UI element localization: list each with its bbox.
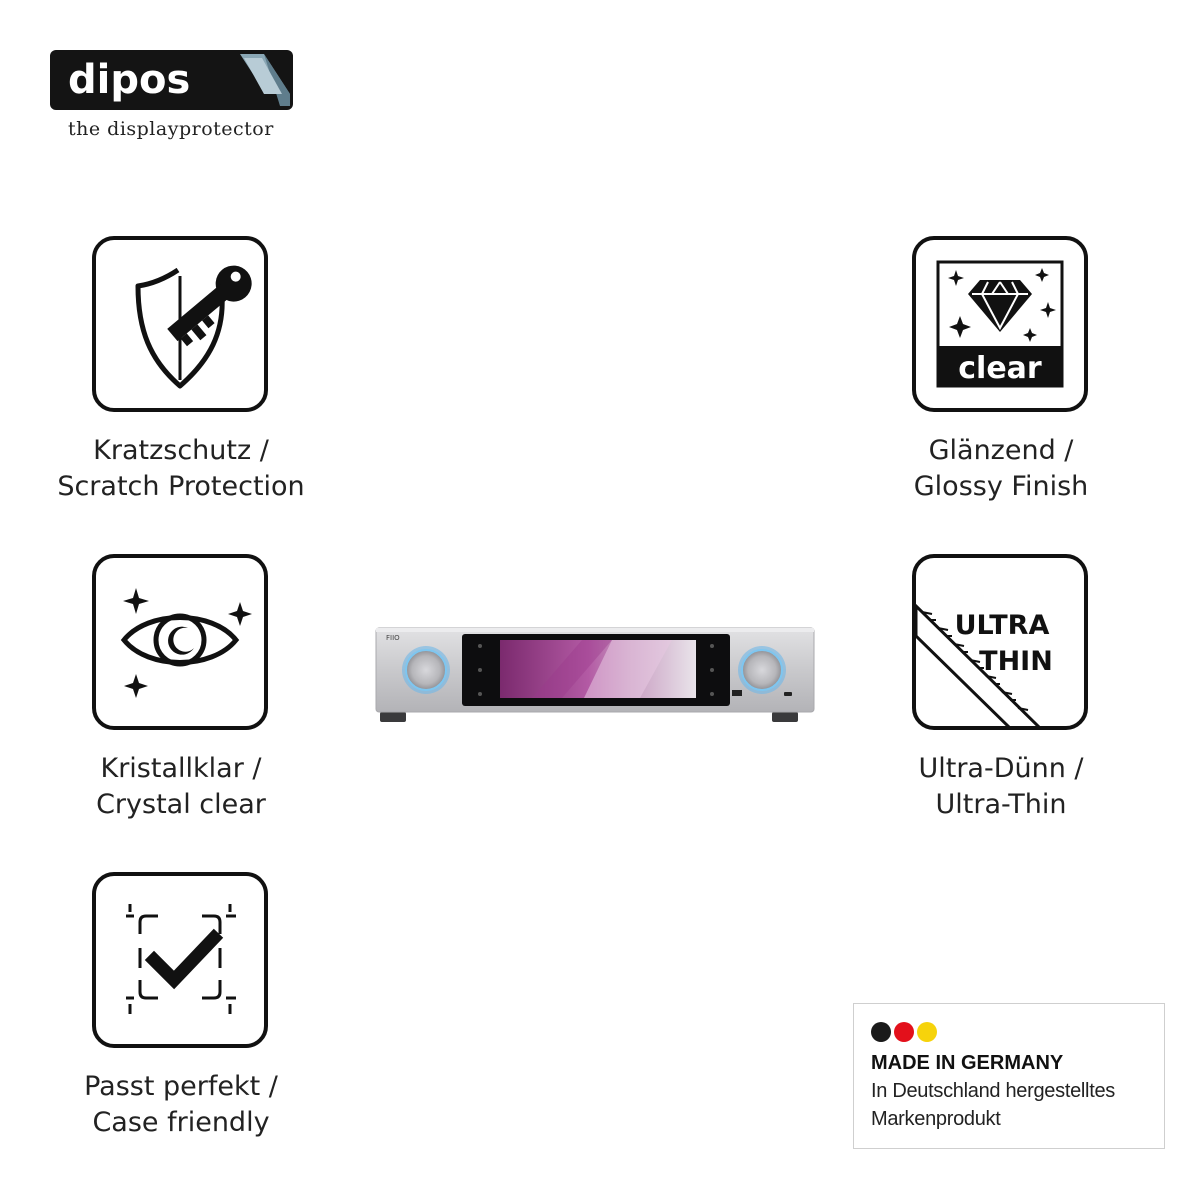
caption-en: Case friendly: [92, 1107, 270, 1138]
made-in-germany-title: MADE IN GERMANY: [871, 1052, 1064, 1074]
ultra-thin-tile: ULTRA THIN: [912, 554, 1088, 730]
made-in-germany-badge: MADE IN GERMANY In Deutschland hergestel…: [853, 1003, 1165, 1149]
caption-en: Glossy Finish: [913, 471, 1089, 502]
caption-en: Scratch Protection: [57, 471, 305, 502]
clear-badge-text: clear: [958, 351, 1042, 386]
caption-de: Kristallklar /: [100, 753, 262, 784]
ultra-thin-caption: Ultra-Dünn / Ultra-Thin: [841, 751, 1161, 823]
glossy-finish-caption: Glänzend / Glossy Finish: [841, 433, 1161, 505]
made-in-germany-line2: Markenprodukt: [871, 1108, 1001, 1130]
flag-dot-red: [894, 1022, 914, 1042]
caption-de: Kratzschutz /: [93, 435, 269, 466]
germany-flag-dots: [871, 1022, 937, 1042]
scratch-protection-tile: [92, 236, 268, 412]
device-brand-label: FIIO: [386, 634, 400, 642]
scratch-protection-caption: Kratzschutz / Scratch Protection: [21, 433, 341, 505]
ultra-thin-ruler-icon: ULTRA THIN: [916, 602, 1053, 726]
thin-label: THIN: [979, 646, 1053, 677]
crystal-clear-tile: [92, 554, 268, 730]
caption-en: Ultra-Thin: [935, 789, 1067, 820]
diamond-clear-icon: clear: [936, 260, 1064, 388]
shield-key-icon: [135, 265, 252, 389]
logo-wordmark: dipos: [68, 57, 190, 103]
ultra-label: ULTRA: [955, 610, 1050, 641]
case-friendly-tile: [92, 872, 268, 1048]
caption-de: Glänzend /: [928, 435, 1074, 466]
flag-dot-gold: [917, 1022, 937, 1042]
flag-dot-black: [871, 1022, 891, 1042]
dipos-logo: dipos: [50, 50, 293, 110]
case-friendly-caption: Passt perfekt / Case friendly: [21, 1069, 341, 1141]
caption-de: Ultra-Dünn /: [918, 753, 1084, 784]
made-in-germany-line1: In Deutschland hergestelltes: [871, 1080, 1115, 1102]
diamond-icon: [968, 280, 1032, 332]
glossy-finish-tile: clear: [912, 236, 1088, 412]
check-frame-icon: [126, 904, 236, 1014]
product-device: FIIO: [372, 624, 818, 724]
caption-de: Passt perfekt /: [84, 1071, 278, 1102]
logo-tagline: the displayprotector: [68, 118, 274, 140]
crystal-clear-caption: Kristallklar / Crystal clear: [21, 751, 341, 823]
caption-en: Crystal clear: [96, 789, 266, 820]
eye-sparkle-icon: [120, 588, 252, 698]
